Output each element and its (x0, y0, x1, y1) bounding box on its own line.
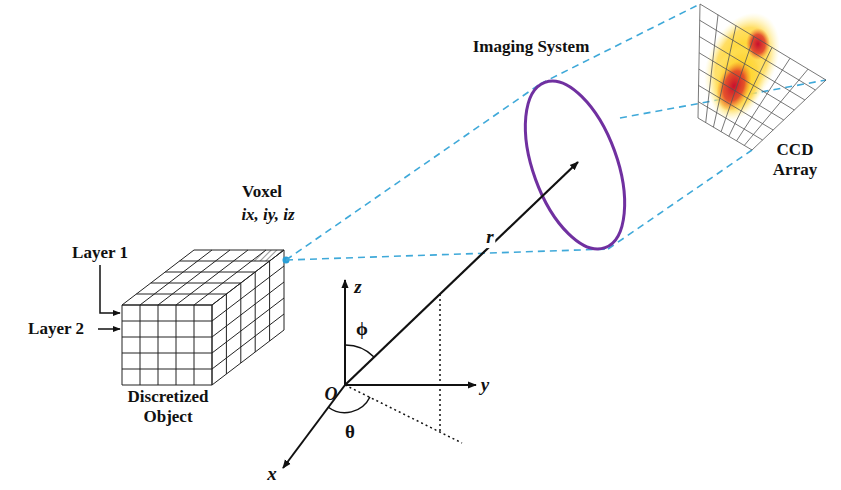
layer-pointer (100, 265, 120, 313)
ccd-grid-line (700, 20, 816, 90)
cube-grid-line (158, 250, 230, 305)
cube-grid-line (212, 330, 284, 385)
cube-grid-line (212, 266, 284, 321)
ccd-grid-line (706, 15, 718, 123)
layer-label: Layer 1 (72, 243, 128, 263)
cube-grid-line (158, 305, 159, 385)
imaging-system-label: Imaging System (473, 37, 590, 57)
cube-grid-line (212, 250, 284, 305)
axis-label: x (267, 463, 277, 485)
cube-grid-line (212, 298, 284, 353)
cube-grid-line (212, 305, 213, 385)
ccd-grid-line (699, 37, 804, 100)
cube-grid-line (122, 305, 212, 306)
angle-label: ϕ (356, 318, 368, 340)
cube-grid-line (212, 305, 213, 385)
cube-grid-line (194, 250, 284, 251)
ccd-grid-line (744, 69, 808, 145)
layer-pointer (98, 328, 120, 330)
ccd-grid-line (737, 58, 790, 141)
cube-grid-line (122, 305, 212, 306)
object-label: Discretized Object (113, 387, 223, 426)
voxel-label: Voxel (242, 182, 282, 202)
radius-label: r (484, 226, 495, 248)
ccd-grid-line (699, 53, 794, 110)
cube-grid-line (212, 250, 284, 305)
ccd-grid-line (713, 26, 736, 127)
cube-grid-line (240, 283, 241, 363)
cube-grid-line (151, 283, 241, 284)
axis-label: z (354, 276, 361, 298)
cube-grid-line (136, 294, 226, 295)
voxel-index: ix, iy, iz (241, 205, 294, 225)
cube-grid-line (122, 321, 212, 322)
cube-grid-line (226, 294, 227, 374)
cube-grid-line (140, 305, 141, 385)
ccd-grid-line (699, 69, 784, 120)
ccd-array (689, 1, 826, 150)
cube-grid-line (122, 305, 123, 385)
cube-grid-line (122, 337, 212, 338)
ccd-grid-line (698, 118, 752, 150)
cube-grid-line (122, 369, 212, 370)
ccd-grid-line (752, 80, 826, 150)
ccd-grid-line (729, 47, 772, 136)
ccd-grid-line (698, 102, 762, 140)
cube-grid-line (140, 250, 212, 305)
cube-grid-line (212, 282, 284, 337)
layer-label: Layer 2 (28, 319, 84, 339)
ccd-grid-line (698, 4, 700, 118)
cube-grid-line (269, 261, 270, 341)
axis-label: y (481, 374, 489, 396)
cube-grid-line (176, 250, 248, 305)
cube-grid-line (122, 385, 212, 386)
cube-grid-line (122, 250, 194, 305)
cube-grid-line (180, 261, 270, 262)
voxel-hatch (252, 250, 284, 261)
axes (283, 162, 578, 468)
discretized-cube (122, 250, 290, 385)
ccd-grid-line (700, 4, 826, 80)
angle-label: θ (345, 421, 355, 443)
cube-grid-line (194, 305, 195, 385)
cube-grid-line (212, 314, 284, 369)
cube-grid-line (255, 272, 256, 352)
cube-grid-line (122, 353, 212, 354)
origin-label: O (325, 384, 338, 405)
cube-grid-line (165, 272, 255, 273)
projection-lines (345, 294, 462, 443)
cube-grid-line (176, 305, 177, 385)
ccd-label: CCD Array (767, 140, 823, 179)
ccd-grid-line (699, 85, 774, 130)
